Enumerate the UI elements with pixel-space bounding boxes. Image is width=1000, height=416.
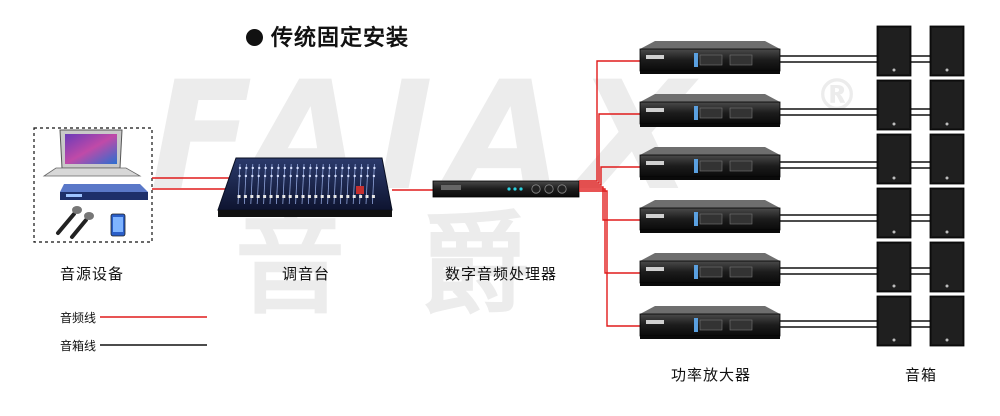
phone-icon: [111, 214, 125, 236]
amplifier-icon-6: [640, 306, 780, 339]
amplifier-icon-4: [640, 200, 780, 233]
speaker-icon-1-1: [877, 26, 911, 76]
speaker-icon-3-1: [877, 134, 911, 184]
label-amplifiers: 功率放大器: [671, 364, 751, 385]
speaker-icon-2-1: [877, 80, 911, 130]
legend-speaker-label: 音箱线: [60, 337, 96, 354]
amplifier-icon-2: [640, 94, 780, 127]
mixer-console-icon: [218, 158, 392, 217]
label-mixer: 调音台: [282, 263, 330, 284]
speaker-icon-6-1: [877, 296, 911, 346]
legend-audio-label: 音频线: [60, 309, 96, 326]
speaker-icon-3-2: [930, 134, 964, 184]
processor-icon: [433, 181, 579, 197]
media-player-icon: [60, 184, 148, 200]
speaker-icon-6-2: [930, 296, 964, 346]
laptop-icon: [44, 130, 140, 176]
label-source: 音源设备: [60, 263, 124, 284]
amplifier-icon-5: [640, 253, 780, 286]
amplifier-icon-1: [640, 41, 780, 74]
speaker-icon-5-2: [930, 242, 964, 292]
label-processor: 数字音频处理器: [445, 263, 557, 284]
speaker-icon-4-2: [930, 188, 964, 238]
speaker-icon-5-1: [877, 242, 911, 292]
microphone-icon: [58, 206, 94, 237]
speaker-icon-4-1: [877, 188, 911, 238]
label-speakers: 音箱: [905, 364, 937, 385]
amplifier-icon-3: [640, 147, 780, 180]
speaker-icon-1-2: [930, 26, 964, 76]
speaker-icon-2-2: [930, 80, 964, 130]
